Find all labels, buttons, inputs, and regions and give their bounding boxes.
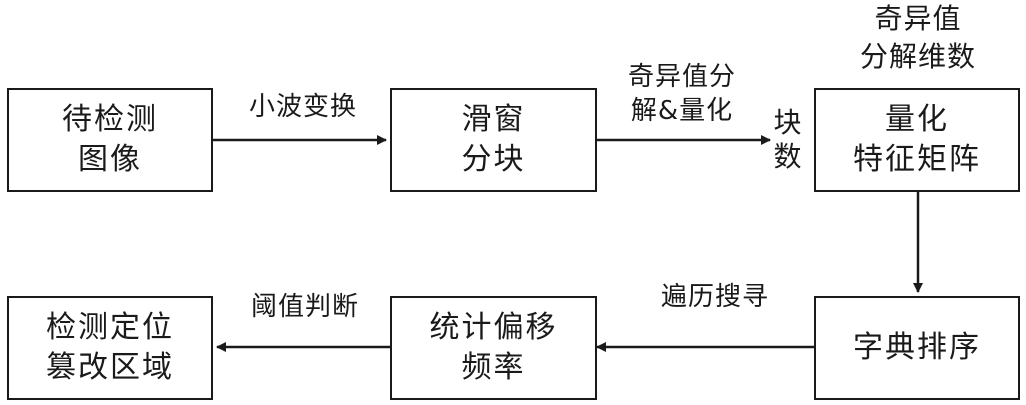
node-detect-image-line1: 待检测 [62, 102, 158, 137]
node-dict-sort: 字典排序 [814, 296, 1020, 400]
node-locate-region-line2: 篡改区域 [46, 350, 174, 385]
edge-label-block-count-line2: 数 [773, 140, 803, 173]
edge-label-svd-dims-line1: 奇异值 [874, 2, 962, 35]
edge-label-svd-dims: 奇异值 分解维数 [838, 0, 998, 76]
node-quant-matrix-line2: 特征矩阵 [853, 142, 981, 177]
node-sliding-block-line2: 分块 [461, 142, 526, 177]
node-offset-freq: 统计偏移 频率 [390, 296, 597, 400]
edge-label-threshold: 阈值判断 [250, 292, 359, 322]
edge-label-traverse-search: 遍历搜寻 [660, 282, 769, 312]
node-quant-matrix: 量化 特征矩阵 [814, 88, 1020, 192]
edge-label-svd-dims-line2: 分解维数 [859, 40, 976, 73]
node-quant-matrix-line1: 量化 [885, 102, 949, 137]
node-locate-region: 检测定位 篡改区域 [7, 296, 213, 400]
edge-label-block-count-line1: 块 [773, 106, 803, 139]
node-offset-freq-line2: 频率 [461, 350, 526, 385]
edge-label-svd-quant-line2: 解&量化 [630, 96, 734, 126]
node-offset-freq-line1: 统计偏移 [429, 310, 558, 345]
edge-label-block-count: 块 数 [768, 106, 808, 174]
edge-label-wavelet: 小波变换 [248, 92, 357, 122]
edge-label-svd-quant-line1: 奇异值分 [627, 62, 736, 92]
node-detect-image: 待检测 图像 [7, 88, 213, 192]
node-locate-region-line1: 检测定位 [46, 310, 174, 345]
node-dict-sort-line1: 字典排序 [853, 330, 981, 365]
node-detect-image-line2: 图像 [78, 142, 142, 177]
node-sliding-block: 滑窗 分块 [390, 88, 597, 192]
edge-label-svd-quant: 奇异值分 解&量化 [612, 60, 752, 128]
node-sliding-block-line1: 滑窗 [461, 102, 526, 137]
